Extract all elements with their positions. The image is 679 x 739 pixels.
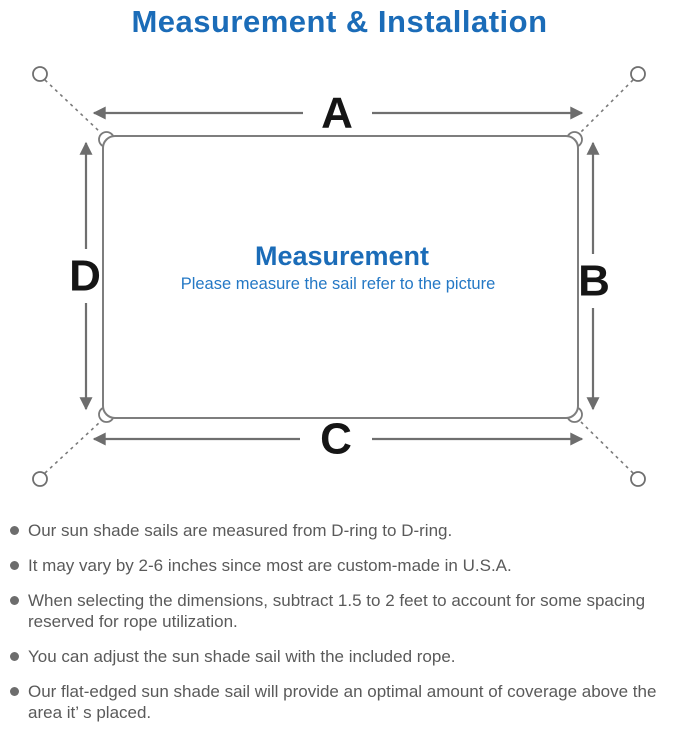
- list-item: Our sun shade sails are measured from D-…: [10, 520, 673, 541]
- rope-dashed-bottom-left: [44, 421, 101, 474]
- anchor-circle-bottom-right: [630, 471, 646, 487]
- anchor-circle-top-left: [32, 66, 48, 82]
- sail-measurement-svg: A C D B Measurement Please measure the s…: [32, 66, 646, 487]
- bullet-icon: [10, 561, 19, 570]
- bullet-text: Our flat-edged sun shade sail will provi…: [28, 682, 657, 722]
- measurement-diagram: A C D B Measurement Please measure the s…: [0, 51, 679, 506]
- bullet-text: You can adjust the sun shade sail with t…: [28, 647, 456, 666]
- bullet-text: It may vary by 2-6 inches since most are…: [28, 556, 512, 575]
- list-item: Our flat-edged sun shade sail will provi…: [10, 681, 673, 723]
- instruction-bullet-list: Our sun shade sails are measured from D-…: [0, 520, 679, 723]
- diagram-center-subtitle: Please measure the sail refer to the pic…: [181, 275, 496, 293]
- rope-dashed-bottom-right: [580, 421, 634, 474]
- sail-rectangle: [102, 135, 579, 419]
- anchor-circle-top-right: [630, 66, 646, 82]
- bullet-icon: [10, 687, 19, 696]
- page-title: Measurement & Installation: [131, 4, 548, 39]
- dimension-label-c: C: [320, 415, 352, 464]
- dimension-label-b: B: [578, 257, 610, 306]
- list-item: When selecting the dimensions, subtract …: [10, 590, 673, 632]
- bullet-icon: [10, 596, 19, 605]
- anchor-circle-bottom-left: [32, 471, 48, 487]
- bullet-text: When selecting the dimensions, subtract …: [28, 591, 646, 631]
- list-item: It may vary by 2-6 inches since most are…: [10, 555, 673, 576]
- rope-dashed-top-left: [44, 79, 101, 133]
- bullet-icon: [10, 526, 19, 535]
- dimension-label-d: D: [69, 252, 101, 301]
- rope-dashed-top-right: [580, 79, 634, 133]
- list-item: You can adjust the sun shade sail with t…: [10, 646, 673, 667]
- bullet-text: Our sun shade sails are measured from D-…: [28, 521, 453, 540]
- dimension-label-a: A: [321, 89, 353, 138]
- diagram-center-title: Measurement: [255, 241, 429, 271]
- bullet-icon: [10, 652, 19, 661]
